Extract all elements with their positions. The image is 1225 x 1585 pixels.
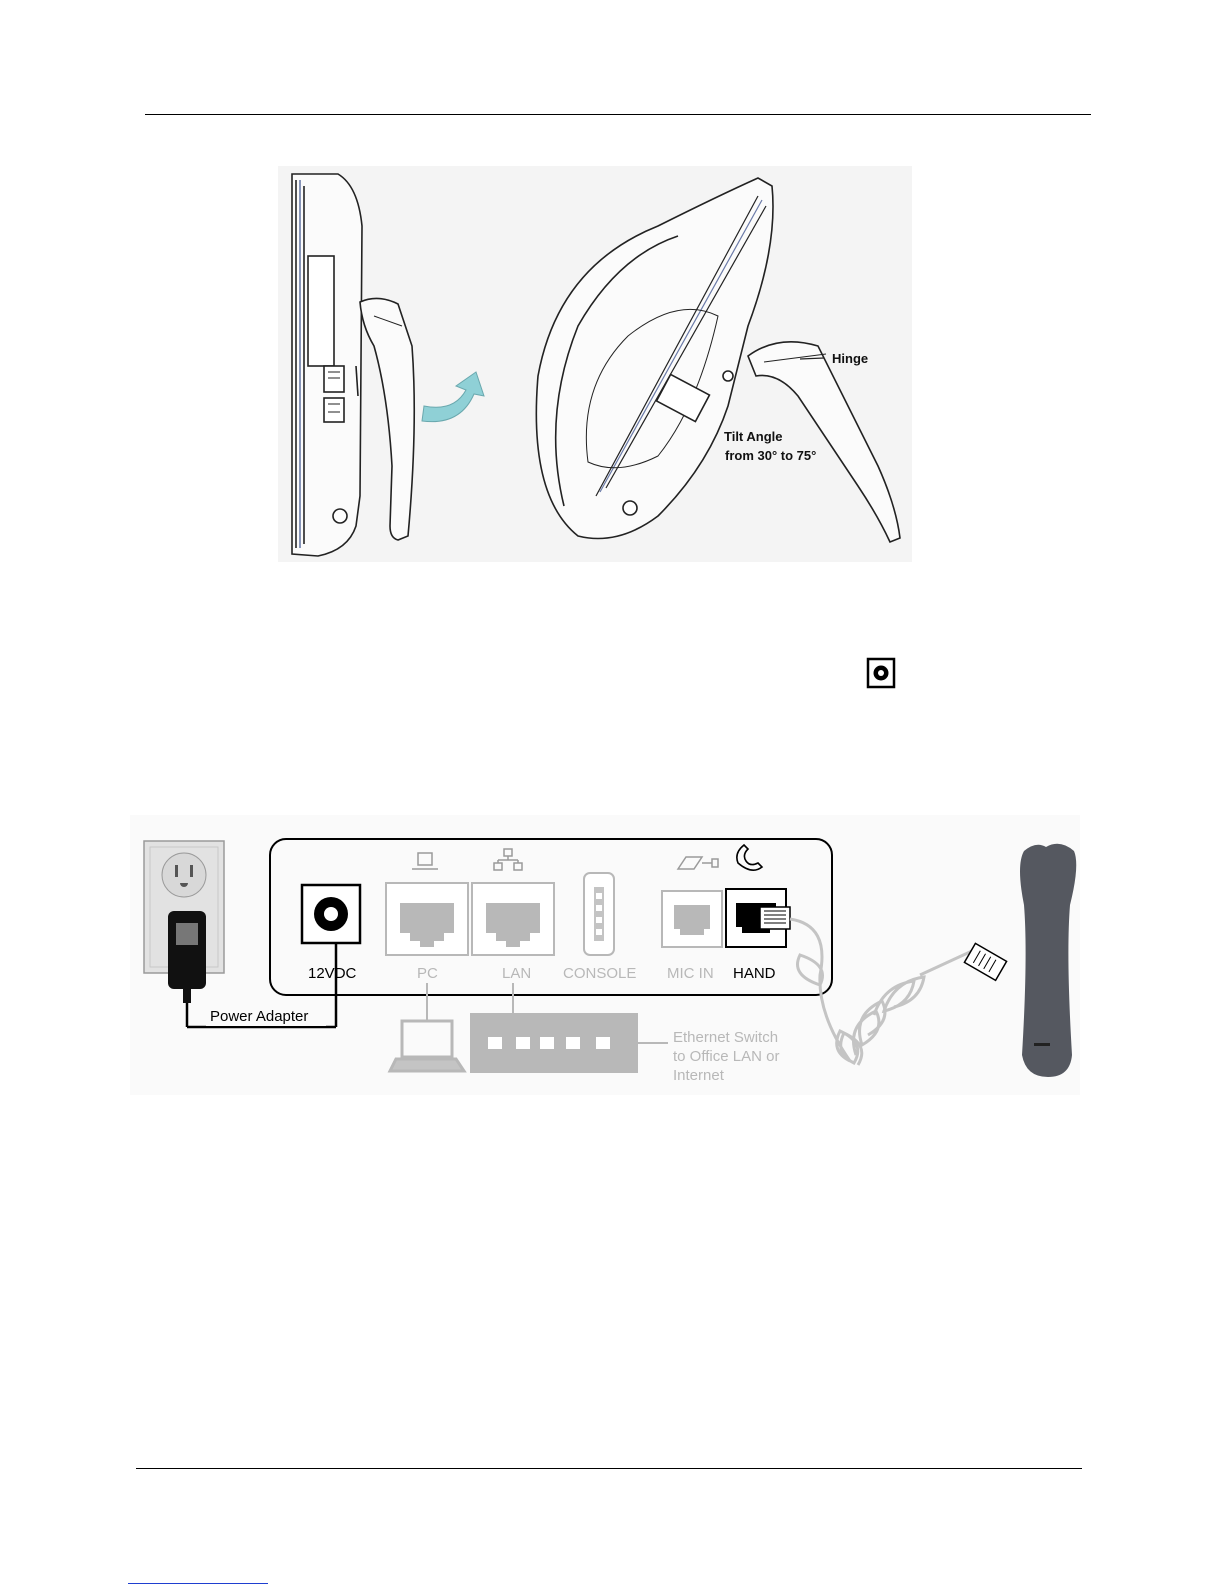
footer-rule	[136, 1468, 1082, 1469]
mic-port-label: MIC IN	[667, 965, 714, 982]
lan-port-label: LAN	[502, 965, 531, 982]
console-port	[584, 873, 614, 955]
console-port-label: CONSOLE	[563, 965, 636, 982]
dc-jack	[302, 885, 360, 943]
hand-port	[726, 889, 790, 947]
dc-port-label: 12VDC	[308, 965, 357, 982]
hinge-label: Hinge	[832, 351, 868, 366]
tilt-range-label: from 30° to 75°	[725, 448, 816, 463]
connection-figure: Power Adapter 12VDC PC LAN CONSOLE	[130, 815, 1080, 1095]
pc-port	[386, 883, 468, 955]
pc-port-label: PC	[417, 965, 438, 982]
switch-label-line3: Internet	[673, 1067, 725, 1084]
power-adapter-label: Power Adapter	[210, 1008, 308, 1025]
mic-port	[662, 891, 722, 947]
switch-label-line1: Ethernet Switch	[673, 1029, 778, 1046]
handset	[1020, 844, 1076, 1077]
lan-port	[472, 883, 554, 955]
switch-label-line2: to Office LAN or	[673, 1048, 779, 1065]
header-rule	[145, 114, 1091, 115]
hand-port-label: HAND	[733, 965, 776, 982]
footer-link-underline	[128, 1583, 268, 1584]
tilt-stand-figure: Hinge Tilt Angle from 30° to 75°	[278, 166, 912, 562]
power-jack-icon	[866, 657, 896, 689]
tilt-angle-label: Tilt Angle	[724, 429, 783, 444]
